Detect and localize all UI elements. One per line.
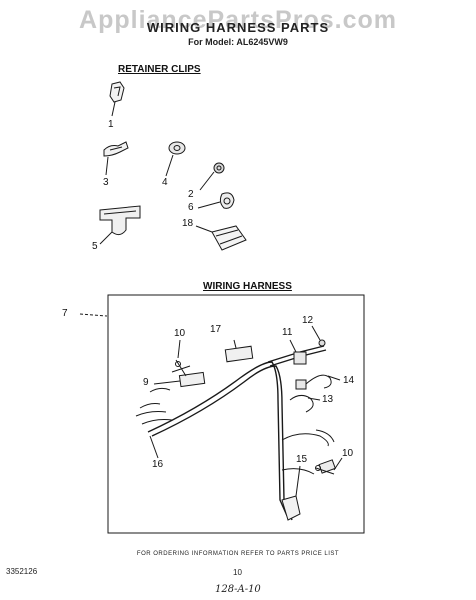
connector-9-drawing [153,371,206,388]
callout-6: 6 [188,202,194,213]
harness-frame [107,294,365,534]
harness-trunk [147,345,327,521]
part-2-drawing [199,162,225,191]
model-subtitle: For Model: AL6245VW9 [188,37,288,47]
callout-12: 12 [302,315,314,326]
callout-2: 2 [188,189,194,200]
part-18-drawing [195,225,247,251]
callout-14: 14 [343,375,355,386]
handwritten-code: 128-A-10 [215,584,261,595]
part-10-right-drawing [315,457,343,475]
part-11-drawing [289,339,307,365]
watermark: AppliancePartsPros.com [79,6,397,34]
harness-right-lower [281,429,336,475]
callout-10-left: 10 [174,328,186,339]
callout-13: 13 [322,394,334,405]
callout-18: 18 [182,218,194,229]
callout-15: 15 [296,454,308,465]
connector-17-drawing [224,339,254,363]
part-16-leader [149,435,159,459]
page-title: WIRING HARNESS PARTS [146,20,330,35]
retainer-clip-5-drawing [99,205,141,245]
retainer-clip-4-drawing [165,141,186,177]
part-6-drawing [197,192,235,209]
ordering-note: FOR ORDERING INFORMATION REFER TO PARTS … [136,551,340,557]
callout-10-right: 10 [342,448,354,459]
part-12-drawing [311,325,326,347]
callout-16: 16 [152,459,164,470]
harness-left-branches [135,387,173,425]
retainer-clips-heading: RETAINER CLIPS [118,64,201,75]
callout-4: 4 [162,177,168,188]
page-number: 10 [233,568,242,577]
part-10-left-drawing [171,339,191,377]
callout-9: 9 [143,377,149,388]
callout-3: 3 [103,177,109,188]
callout-17: 17 [210,324,222,335]
part-15-drawing [281,465,301,521]
callout-11: 11 [282,327,293,338]
callout-1: 1 [108,119,114,130]
part-14-drawing [295,374,341,390]
retainer-clip-3-drawing [103,141,129,176]
part-13-drawing [289,394,321,413]
callout-7: 7 [62,308,68,319]
callout-5: 5 [92,241,98,252]
retainer-clip-1-drawing [109,81,125,117]
wiring-harness-heading: WIRING HARNESS [203,281,292,292]
document-number: 3352126 [6,567,38,576]
